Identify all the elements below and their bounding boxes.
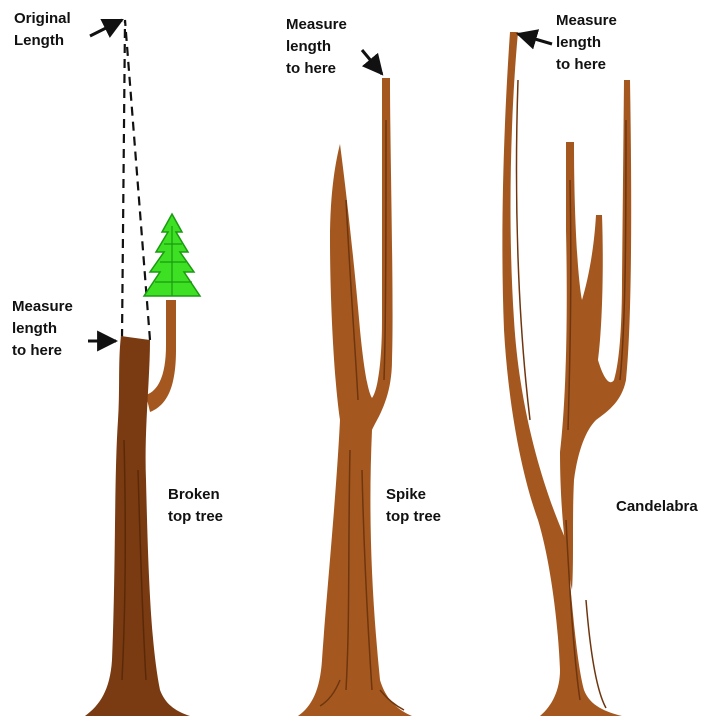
spike-top-tree xyxy=(298,78,412,716)
candelabra-tree-shape xyxy=(502,32,622,716)
measure-candelabra-label: Measure length to here xyxy=(556,10,617,76)
broken-top-tree xyxy=(85,20,200,716)
measure-candelabra-arrow xyxy=(518,34,552,44)
original-length-arrow xyxy=(90,20,122,36)
candelabra-tree xyxy=(502,32,631,716)
spike-tree-shape xyxy=(298,78,412,716)
measure-broken-label: Measure length to here xyxy=(12,296,73,362)
measure-spike-arrow xyxy=(362,50,382,74)
measure-spike-label: Measure length to here xyxy=(286,14,347,80)
broken-tree-side-branch xyxy=(146,300,176,412)
original-length-label: Original Length xyxy=(14,8,71,52)
broken-top-tree-caption: Broken top tree xyxy=(168,484,223,528)
spike-top-tree-caption: Spike top tree xyxy=(386,484,441,528)
conifer-foliage-icon xyxy=(144,214,200,296)
candelabra-caption: Candelabra xyxy=(616,496,698,518)
